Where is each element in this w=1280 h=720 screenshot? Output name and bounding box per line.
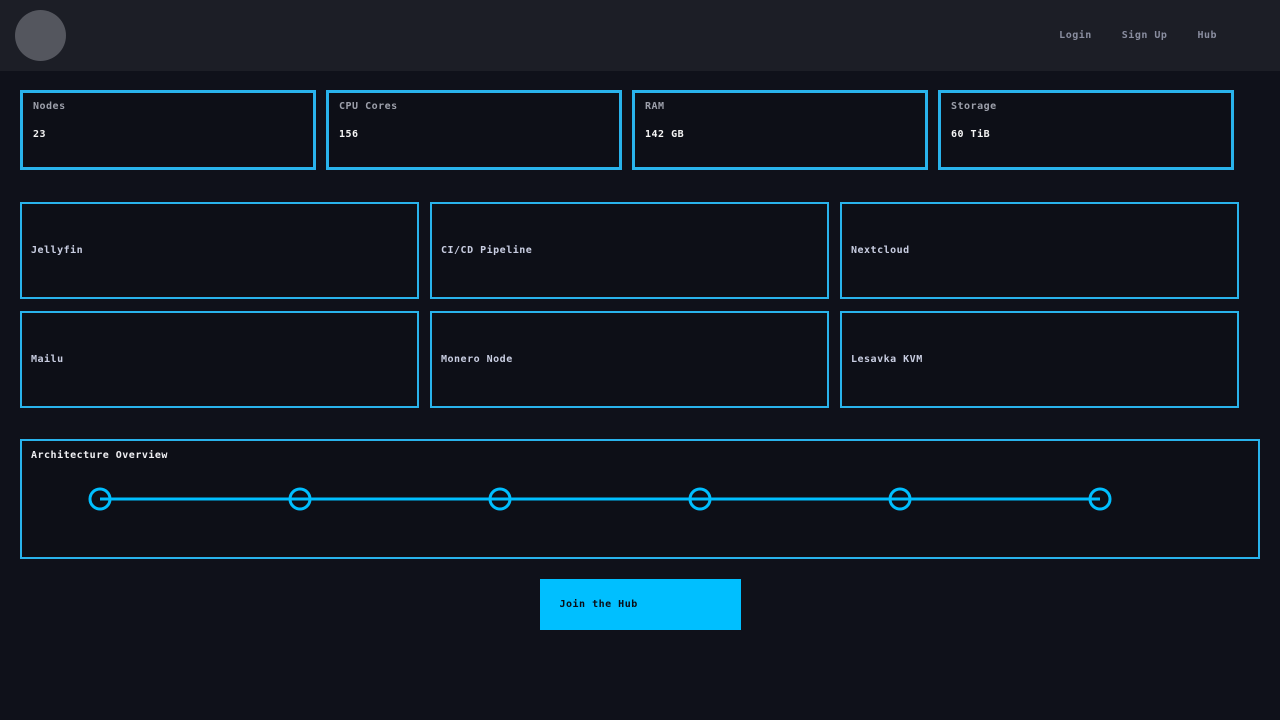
stat-card-ram: RAM 142 GB <box>632 90 928 170</box>
services-grid: Jellyfin CI/CD Pipeline Nextcloud Mailu … <box>20 202 1280 408</box>
nav-links: Login Sign Up Hub <box>1059 30 1217 41</box>
stats-row: Nodes 23 CPU Cores 156 RAM 142 GB Storag… <box>20 90 1280 170</box>
stat-label: CPU Cores <box>339 101 398 112</box>
service-name: Jellyfin <box>31 245 84 256</box>
architecture-node <box>88 487 112 511</box>
service-card-jellyfin[interactable]: Jellyfin <box>20 202 419 299</box>
avatar[interactable] <box>15 10 66 61</box>
nav-link-login[interactable]: Login <box>1059 30 1092 41</box>
architecture-panel: Architecture Overview <box>20 439 1260 559</box>
stat-label: RAM <box>645 101 665 112</box>
service-card-mailu[interactable]: Mailu <box>20 311 419 408</box>
architecture-node <box>888 487 912 511</box>
service-card-lesavka-kvm[interactable]: Lesavka KVM <box>840 311 1239 408</box>
architecture-title: Architecture Overview <box>31 450 168 461</box>
service-card-cicd-pipeline[interactable]: CI/CD Pipeline <box>430 202 829 299</box>
service-card-monero-node[interactable]: Monero Node <box>430 311 829 408</box>
navbar: Login Sign Up Hub <box>0 0 1280 71</box>
nav-link-sign-up[interactable]: Sign Up <box>1121 30 1168 41</box>
stat-value: 60 TiB <box>951 129 991 140</box>
architecture-node <box>688 487 712 511</box>
service-card-nextcloud[interactable]: Nextcloud <box>840 202 1239 299</box>
service-name: Monero Node <box>441 354 513 365</box>
stat-card-nodes: Nodes 23 <box>20 90 316 170</box>
architecture-diagram <box>88 487 1112 511</box>
architecture-node <box>488 487 512 511</box>
cta-row: Join the Hub <box>0 579 1280 630</box>
nav-link-hub[interactable]: Hub <box>1197 30 1217 41</box>
stat-value: 142 GB <box>645 129 685 140</box>
service-name: Lesavka KVM <box>851 354 923 365</box>
stat-label: Storage <box>951 101 997 112</box>
architecture-node <box>288 487 312 511</box>
service-name: Nextcloud <box>851 245 910 256</box>
service-name: Mailu <box>31 354 64 365</box>
stat-label: Nodes <box>33 101 66 112</box>
stat-card-storage: Storage 60 TiB <box>938 90 1234 170</box>
architecture-node <box>1088 487 1112 511</box>
stat-card-cpu-cores: CPU Cores 156 <box>326 90 622 170</box>
stat-value: 156 <box>339 129 359 140</box>
service-name: CI/CD Pipeline <box>441 245 533 256</box>
join-hub-button[interactable]: Join the Hub <box>539 579 741 630</box>
stat-value: 23 <box>33 129 47 140</box>
